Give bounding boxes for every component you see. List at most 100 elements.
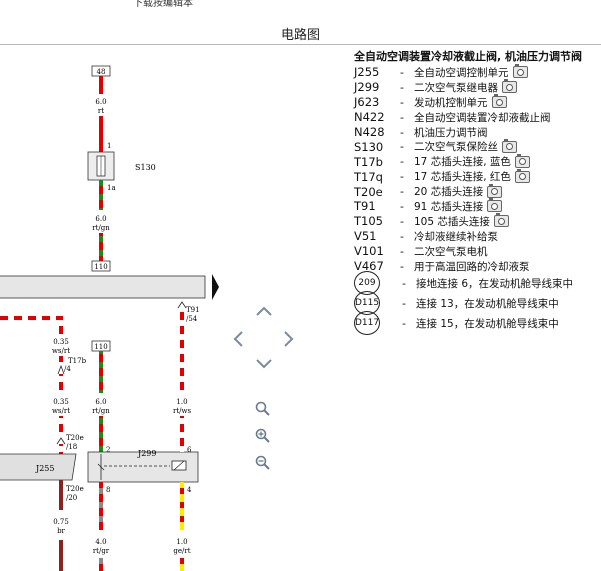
top-text-fragment: 下载按编辑本 [133, 0, 193, 9]
legend-desc: 二次空气泵保险丝 [414, 141, 498, 154]
legend-dash: - [400, 244, 404, 258]
legend-item: J255 -全自动空调控制单元 [354, 64, 601, 80]
legend-code: N428 [354, 125, 385, 139]
mid-pin-bottom: 8 [106, 486, 110, 494]
zoom-in-icon[interactable] [255, 428, 271, 444]
camera-icon[interactable] [514, 153, 530, 168]
legend-code: S130 [354, 139, 384, 154]
mid-wire-color: rt/gn [92, 407, 110, 415]
pan-left-icon[interactable] [232, 330, 244, 348]
page-title: 电路图 [280, 28, 320, 43]
bottom-right-color: ge/rt [173, 547, 190, 555]
legend-connection-item: 209-接地连接 6，在发动机舱导线束中 [354, 271, 601, 296]
legend-dash: - [400, 140, 404, 154]
legend-desc: 17 芯插头连接, 蓝色 [414, 156, 511, 169]
pan-up-icon[interactable] [255, 305, 273, 317]
left-wire-gauge: 0.35 [53, 338, 69, 346]
fuse-pin-top: 1 [107, 142, 111, 150]
legend-dash: - [402, 296, 406, 310]
legend-item: J623-发动机控制单元 [354, 94, 601, 110]
legend-dash: - [400, 155, 404, 169]
t91-pin: /54 [186, 315, 198, 323]
legend-dash: - [402, 316, 406, 330]
camera-icon[interactable] [502, 79, 517, 94]
camera-icon[interactable] [512, 64, 528, 79]
bottom-right-gauge: 1.0 [176, 538, 187, 546]
camera-icon[interactable] [487, 198, 503, 213]
legend-desc: 二次空气泵继电器 [414, 81, 498, 94]
camera-icon[interactable] [502, 138, 517, 153]
legend-item: T17q-17 芯插头连接, 红色 [354, 168, 601, 184]
legend-desc: 接地连接 6，在发动机舱导线束中 [416, 277, 574, 290]
legend-dash: - [400, 80, 404, 94]
legend-dash: - [400, 110, 404, 124]
legend-code: T105 [354, 214, 383, 229]
legend-dash: - [400, 65, 404, 79]
wire-red-top [99, 76, 103, 94]
mid-wire-gauge: 6.0 [95, 398, 106, 406]
right-wire-gauge: 1.0 [176, 398, 187, 406]
legend-item: V51-冷却液继续补给泵 [354, 229, 601, 244]
zoom-out-icon[interactable] [255, 455, 271, 471]
t17b-pin: /4 [64, 365, 71, 373]
legend-desc: 105 芯插头连接 [414, 215, 490, 228]
legend-item: T105-105 芯插头连接 [354, 213, 601, 229]
legend-code: J255 [354, 65, 380, 80]
legend-item: V467-用于高温回路的冷却液泵 [354, 259, 601, 274]
magnifier-icon[interactable] [255, 401, 271, 417]
t20e-label: T20e [66, 434, 84, 442]
left-wire3-gauge: 0.75 [53, 518, 69, 526]
legend-item: N422 -全自动空调装置冷却液截止阀 [354, 110, 601, 125]
legend-item: T91-91 芯插头连接 [354, 198, 601, 214]
legend-dash: - [402, 276, 406, 290]
terminal-110 [91, 260, 111, 272]
legend-connection-item: D117-连接 15，在发动机舱导线束中 [354, 311, 601, 336]
right-wire-color: rt/ws [173, 407, 192, 415]
right-pin-top: 6 [187, 446, 192, 454]
camera-icon[interactable] [514, 168, 530, 183]
control-unit-bar [0, 275, 206, 299]
expand-arrow[interactable] [212, 274, 219, 300]
j255-box [0, 453, 77, 481]
camera-icon[interactable] [493, 213, 509, 228]
left-wire2-color: ws/rt [52, 407, 70, 415]
pan-down-icon[interactable] [255, 358, 273, 370]
wire2-color: rt/gn [92, 224, 110, 232]
t20e-b-pin: /20 [66, 494, 77, 502]
connection-circle[interactable]: D117 [354, 311, 380, 336]
wire2-gauge: 6.0 [95, 215, 106, 223]
legend-dash: - [400, 125, 404, 139]
legend-desc: 二次空气泵电机 [414, 245, 488, 258]
legend-code: N422 [354, 110, 385, 125]
legend-desc: 冷却液继续补给泵 [414, 230, 498, 243]
camera-icon[interactable] [487, 183, 503, 198]
j255-label: J255 [35, 464, 54, 473]
legend-desc: 全自动空调装置冷却液截止阀 [414, 111, 551, 124]
t20e-pin: /18 [66, 443, 77, 451]
legend-desc: 全自动空调控制单元 [414, 66, 509, 79]
legend-code: T20e [354, 184, 383, 199]
legend-code: V467 [354, 259, 384, 274]
camera-icon[interactable] [491, 94, 507, 109]
wire1-color: rt [98, 107, 104, 115]
legend-desc: 17 芯插头连接, 红色 [414, 171, 511, 184]
t91-label: T91 [186, 306, 200, 314]
wire-red-mid [99, 116, 103, 152]
legend-dash: - [400, 199, 404, 213]
legend-code: T17b [354, 154, 383, 169]
left-wire2-gauge: 0.35 [53, 398, 69, 406]
fuse-pin-bottom: 1a [107, 184, 116, 192]
legend-desc: 机油压力调节阀 [414, 126, 488, 139]
pan-right-icon[interactable] [283, 330, 295, 348]
mid-terminal-label: 110 [94, 343, 107, 351]
legend-heading: 全自动空调装置冷却液截止阀, 机油压力调节阀 [354, 50, 583, 63]
legend-code: V51 [354, 229, 377, 244]
title-divider [0, 44, 601, 45]
legend-code: V101 [354, 244, 384, 259]
left-wire3-color: br [57, 527, 65, 535]
terminal-48-label: 48 [97, 68, 106, 76]
legend-desc: 发动机控制单元 [414, 96, 488, 109]
mid-pin: 2 [106, 446, 110, 454]
j299-box [87, 451, 199, 483]
